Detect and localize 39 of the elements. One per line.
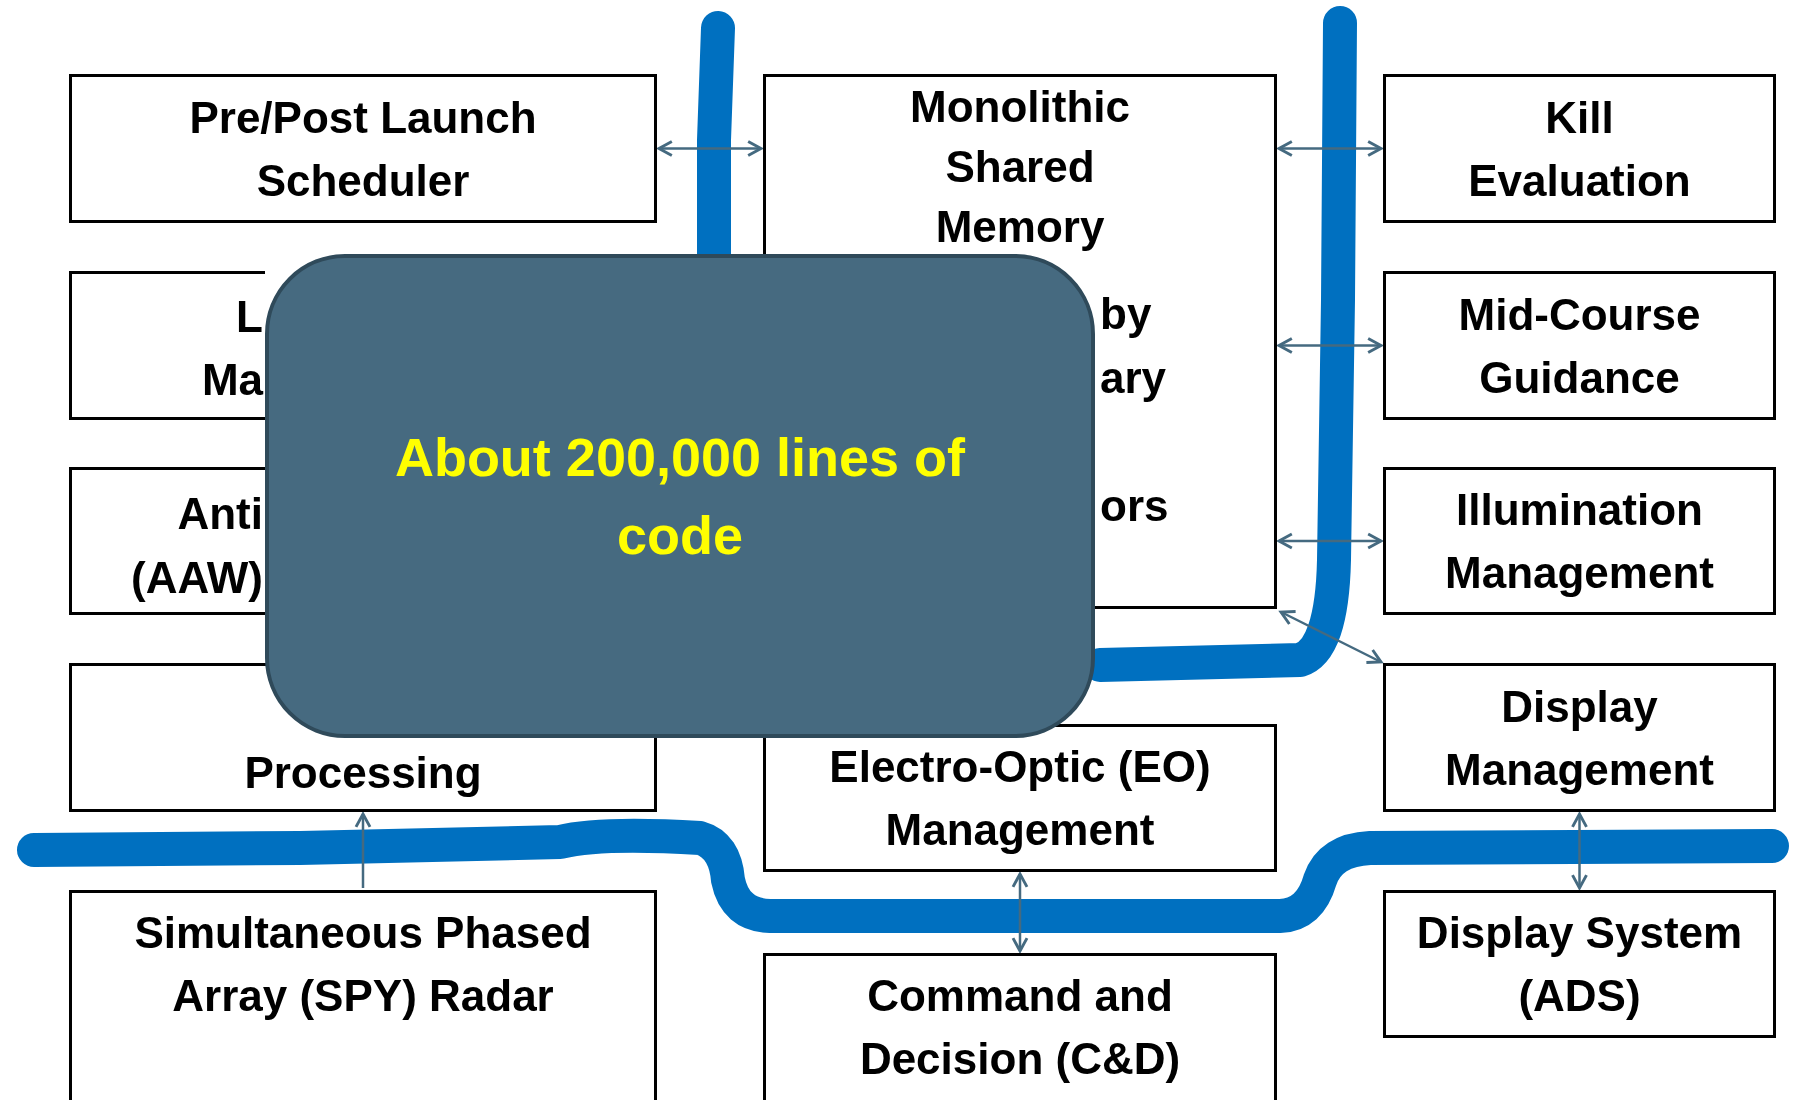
process-box <box>69 890 657 1100</box>
node-text: Monolithic Shared Memory <box>909 81 1131 253</box>
node-text: Illumination Management <box>1444 484 1715 599</box>
arrow <box>1277 337 1383 354</box>
arrow <box>354 812 372 888</box>
arrow <box>657 140 763 157</box>
process-box <box>763 724 1277 872</box>
process-box <box>1383 663 1776 812</box>
node-text: Pre/Post Launch Scheduler <box>188 91 538 207</box>
arrow <box>1011 872 1029 953</box>
node-text: Anti <box>177 488 263 540</box>
process-box <box>1383 890 1776 1038</box>
node-text: Electro-Optic (EO) Management <box>828 741 1212 856</box>
node-text: Processing <box>243 747 483 799</box>
process-box <box>1383 74 1776 223</box>
arrow <box>1277 140 1383 157</box>
node-text: ors <box>1100 480 1169 532</box>
process-box <box>69 74 657 223</box>
node-text: Kill Evaluation <box>1467 91 1692 207</box>
node-text: (AAW) <box>131 552 263 604</box>
process-box <box>1383 467 1776 615</box>
node-text: ary <box>1100 352 1167 404</box>
process-box <box>1383 271 1776 420</box>
node-text: Mid-Course Guidance <box>1457 288 1702 404</box>
node-text: Display System (ADS) <box>1415 907 1744 1022</box>
node-text: L <box>236 291 263 343</box>
callout-tooltip <box>265 254 1095 738</box>
process-box <box>69 271 265 420</box>
node-text: Ma <box>201 354 263 406</box>
arrow <box>1277 532 1383 550</box>
arrow <box>1279 610 1383 664</box>
node-text: About 200,000 lines of code <box>393 426 967 567</box>
process-box <box>763 953 1277 1100</box>
node-text: Command and Decision (C&D) <box>858 970 1182 1085</box>
node-text: Display Management <box>1444 680 1715 796</box>
node-text: by <box>1100 288 1152 340</box>
process-box <box>69 467 265 615</box>
arrow <box>1571 812 1588 890</box>
node-text: Simultaneous Phased Array (SPY) Radar <box>133 907 593 1022</box>
